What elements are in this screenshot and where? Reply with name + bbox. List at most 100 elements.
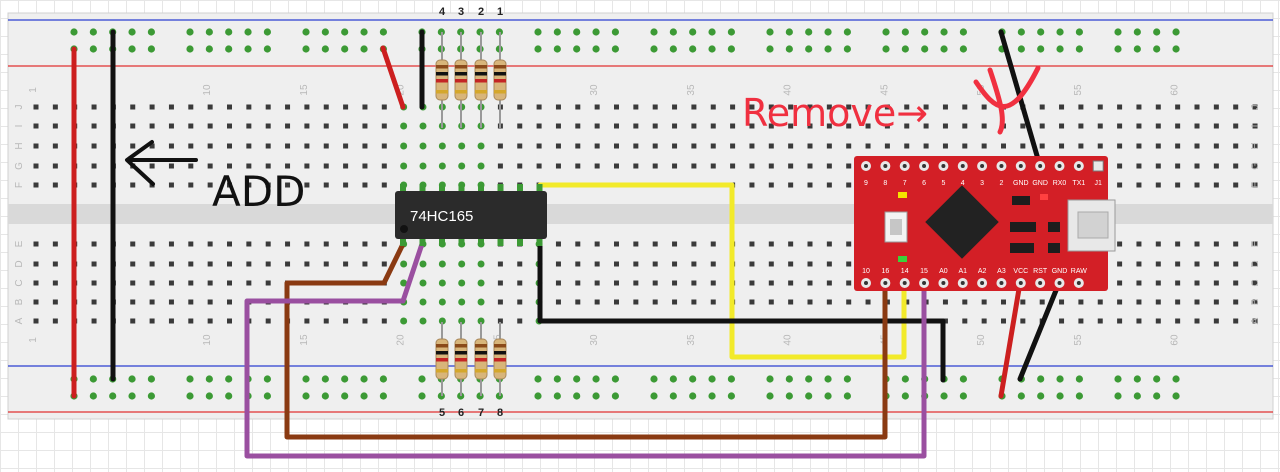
resistor-band	[475, 90, 487, 94]
hole	[265, 318, 271, 324]
hole	[33, 182, 39, 188]
hole	[149, 280, 155, 286]
rail-hole	[805, 45, 813, 53]
column-number: 10	[202, 84, 213, 96]
hole	[614, 261, 619, 267]
column-number: 45	[879, 84, 890, 96]
hole	[149, 241, 155, 247]
ic-label: 74HC165	[410, 208, 473, 225]
rail-hole	[901, 28, 909, 36]
hole	[1194, 299, 1200, 305]
hole	[149, 143, 155, 149]
hole	[517, 280, 523, 286]
hole	[749, 123, 755, 129]
hole	[52, 163, 58, 169]
hole	[304, 261, 310, 267]
hole	[575, 299, 581, 305]
hole	[652, 104, 658, 110]
rail-hole	[611, 28, 620, 36]
hole	[52, 241, 58, 247]
row-letter: H	[1250, 142, 1261, 149]
column-number: 35	[686, 84, 697, 96]
rail-hole	[843, 45, 852, 53]
rail-hole	[418, 375, 426, 383]
hole	[1233, 280, 1239, 286]
hole	[691, 143, 697, 149]
hole	[285, 241, 291, 247]
hole	[614, 104, 619, 110]
rail-hole	[573, 375, 581, 383]
hole	[207, 261, 213, 267]
hole	[497, 318, 503, 324]
pin-hole	[941, 164, 946, 168]
pin-hole	[960, 281, 965, 285]
hole-connected	[400, 142, 408, 150]
rail-hole	[302, 375, 310, 383]
hole	[285, 123, 291, 129]
rail-hole	[611, 45, 620, 53]
column-number: 60	[1170, 84, 1181, 96]
rail-hole	[843, 28, 852, 36]
hole	[981, 104, 987, 110]
resistor-band	[455, 90, 467, 94]
hole	[788, 299, 794, 305]
hole	[807, 104, 813, 110]
hole	[904, 299, 910, 305]
hole	[691, 299, 697, 305]
hole-connected	[458, 260, 466, 268]
hole	[362, 182, 368, 188]
column-number: 40	[783, 84, 794, 96]
hole	[207, 241, 213, 247]
rail-hole	[1075, 28, 1083, 36]
hole-connected	[400, 279, 408, 287]
pin-label: A0	[939, 268, 948, 275]
hole	[652, 163, 658, 169]
hole	[1136, 163, 1142, 169]
pin-label: 7	[903, 180, 907, 187]
resistor-band	[455, 351, 467, 355]
hole	[1233, 143, 1239, 149]
hole	[749, 163, 755, 169]
rail-hole	[901, 375, 909, 383]
hole	[207, 318, 213, 324]
hole	[536, 163, 542, 169]
rail-hole	[708, 375, 716, 383]
hole	[1252, 104, 1258, 110]
hole	[942, 104, 948, 110]
hole	[227, 182, 232, 188]
hole	[633, 280, 639, 286]
hole	[633, 241, 639, 247]
rail-hole	[1017, 45, 1025, 53]
rail-hole	[147, 45, 155, 53]
ic-pin	[497, 239, 504, 246]
hole-connected	[438, 162, 446, 170]
hole	[1078, 104, 1084, 110]
hole	[962, 123, 968, 129]
hole-connected	[477, 260, 485, 268]
hole	[323, 318, 329, 324]
resistor-band	[494, 351, 506, 355]
rail-hole	[650, 45, 658, 53]
usb-connector-inner	[1077, 211, 1109, 239]
hole-connected	[477, 162, 485, 170]
hole	[246, 143, 252, 149]
rail-hole	[650, 392, 658, 400]
pin-hole	[1057, 164, 1062, 168]
hole	[846, 143, 852, 149]
resistor-number: 7	[478, 407, 484, 419]
hole	[923, 143, 929, 149]
ic-pin1-notch	[400, 225, 408, 233]
hole	[846, 280, 852, 286]
hole	[168, 104, 174, 110]
rail-hole	[1075, 375, 1083, 383]
hole-connected	[477, 298, 485, 306]
hole	[768, 123, 774, 129]
hole	[1233, 241, 1239, 247]
hole	[691, 261, 697, 267]
ic-74hc165[interactable]: 74HC165	[395, 184, 547, 246]
pin-hole	[922, 281, 927, 285]
hole	[265, 241, 271, 247]
hole	[575, 241, 581, 247]
rail-hole	[785, 392, 793, 400]
